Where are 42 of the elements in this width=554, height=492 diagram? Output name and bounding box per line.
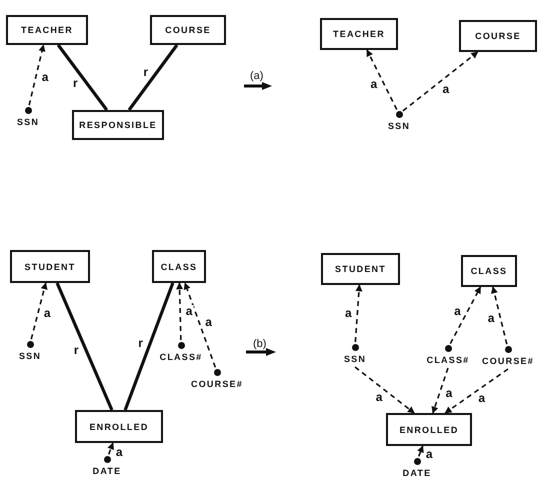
entity-box: CLASS bbox=[152, 250, 206, 283]
attribute-name: SSN bbox=[16, 116, 40, 126]
connector bbox=[432, 368, 449, 414]
entity-box: RESPONSIBLE bbox=[72, 110, 164, 140]
step-label: (b) bbox=[253, 338, 266, 350]
connector bbox=[417, 445, 424, 457]
entity-box: TEACHER bbox=[6, 15, 88, 45]
connector bbox=[176, 282, 184, 340]
connector bbox=[56, 282, 114, 411]
attribute-name: SSN bbox=[18, 350, 42, 360]
attribute-name: CLASS# bbox=[426, 354, 470, 364]
attribute-name: CLASS# bbox=[160, 352, 202, 362]
attribute-name: SSN bbox=[388, 120, 410, 130]
entity-box: COURSE bbox=[150, 15, 226, 45]
connector bbox=[124, 282, 174, 411]
attribute-name: COURSE# bbox=[191, 378, 243, 388]
entity-box: STUDENT bbox=[321, 253, 400, 285]
entity-box: TEACHER bbox=[320, 18, 398, 50]
connector bbox=[354, 284, 362, 342]
attribute-name: COURSE# bbox=[482, 356, 534, 366]
connector bbox=[28, 44, 46, 106]
entity-box: CLASS bbox=[461, 255, 517, 287]
entity-box: ENROLLED bbox=[386, 413, 472, 446]
connector bbox=[450, 286, 482, 344]
entity-box: STUDENT bbox=[10, 250, 90, 283]
connector bbox=[30, 282, 48, 340]
attribute-name: SSN bbox=[344, 354, 366, 364]
entity-box: COURSE bbox=[459, 20, 537, 52]
connector bbox=[128, 44, 178, 111]
step-label: (a) bbox=[250, 70, 264, 82]
entity-box: ENROLLED bbox=[75, 410, 163, 443]
edge-label: a bbox=[184, 305, 194, 318]
connector bbox=[354, 366, 415, 414]
connector bbox=[56, 44, 108, 111]
connector bbox=[402, 51, 478, 112]
connector bbox=[184, 282, 216, 368]
connector bbox=[107, 442, 114, 455]
connector bbox=[491, 286, 508, 344]
connector bbox=[444, 368, 508, 414]
connector bbox=[366, 49, 398, 110]
attribute-name: DATE bbox=[402, 468, 432, 478]
attribute-name: DATE bbox=[92, 466, 122, 476]
